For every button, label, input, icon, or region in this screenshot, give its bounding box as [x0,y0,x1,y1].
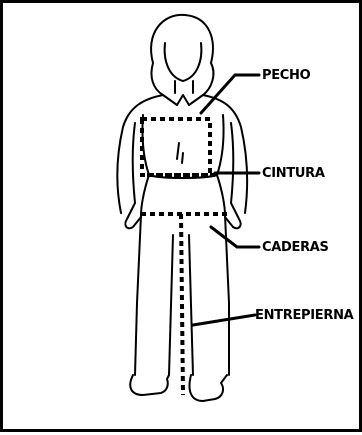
chest-measure-box [142,119,210,175]
pants-outline [135,175,229,375]
neck [175,81,193,93]
shirt-folds [177,143,183,163]
waist-label: CINTURA [262,167,325,180]
hips-label: CADERAS [262,241,329,254]
hips-leader [211,227,259,247]
collar [163,95,203,105]
right-arm [225,123,241,228]
chest-label: PECHO [262,69,310,82]
inseam-label: ENTREPIERNA [255,309,353,322]
hair [151,15,213,95]
left-shoe [130,375,169,395]
inseam-leader [193,315,255,325]
face [165,43,202,81]
right-shoe [190,375,228,401]
inseam-measure-line [181,214,183,395]
left-arm [125,123,141,228]
